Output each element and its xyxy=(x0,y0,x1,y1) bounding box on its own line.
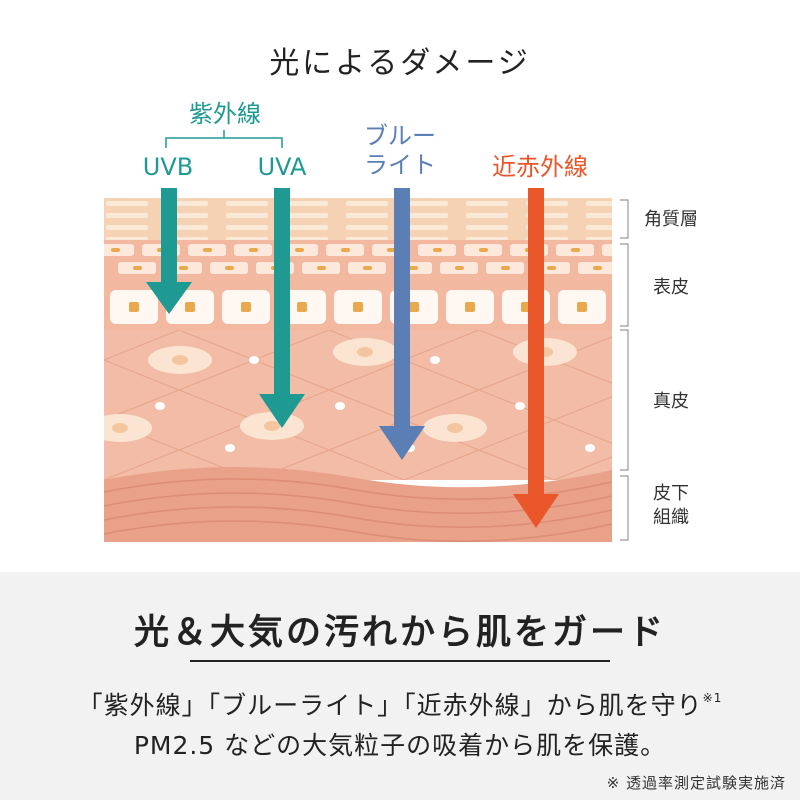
fiber-node xyxy=(249,356,259,364)
blue-light-label: ブルー ライト xyxy=(364,122,436,179)
headline-divider xyxy=(190,660,610,662)
near-infrared-arrow xyxy=(513,188,559,528)
fiber-node xyxy=(155,402,165,410)
uva-arrow xyxy=(259,188,305,428)
skin-cross-section xyxy=(104,188,629,542)
layer-label-dermis: 真皮 xyxy=(653,391,689,412)
epidermis-cell xyxy=(602,244,612,256)
info-panel xyxy=(0,572,800,800)
uv-group-label: 紫外線 xyxy=(189,100,261,128)
fiber-node xyxy=(225,444,235,452)
blue-light-arrow xyxy=(379,188,425,460)
fiber-node xyxy=(335,402,345,410)
uvb-label: UVB xyxy=(142,153,194,181)
uva-label: UVA xyxy=(257,153,307,181)
uv-bracket xyxy=(165,130,283,148)
layer-label-stratum-corneum: 角質層 xyxy=(644,209,698,230)
diagram-area: 光によるダメージ 紫外線 UVB UVA ブルー ライト 近赤外線 xyxy=(104,46,698,542)
diagram-title: 光によるダメージ xyxy=(269,46,531,81)
layer-brackets xyxy=(620,199,629,541)
fiber-node xyxy=(515,402,525,410)
fiber-node xyxy=(430,356,440,364)
description-line-1: 「紫外線」「ブルーライト」「近赤外線」から肌を守り※1 xyxy=(77,691,723,720)
footnote: ※ 透過率測定試験実施済 xyxy=(606,774,786,792)
description-superscript: ※1 xyxy=(702,691,723,705)
layer-label-subcutis: 皮下 組織 xyxy=(653,483,689,529)
near-infrared-label: 近赤外線 xyxy=(492,153,588,181)
layer-label-epidermis: 表皮 xyxy=(653,277,689,298)
fiber-node xyxy=(585,444,595,452)
headline: 光＆大気の汚れから肌をガード xyxy=(133,613,666,653)
description-line-2: PM2.5 などの大気粒子の吸着から肌を保護。 xyxy=(133,731,667,760)
uvb-arrow xyxy=(146,188,192,314)
